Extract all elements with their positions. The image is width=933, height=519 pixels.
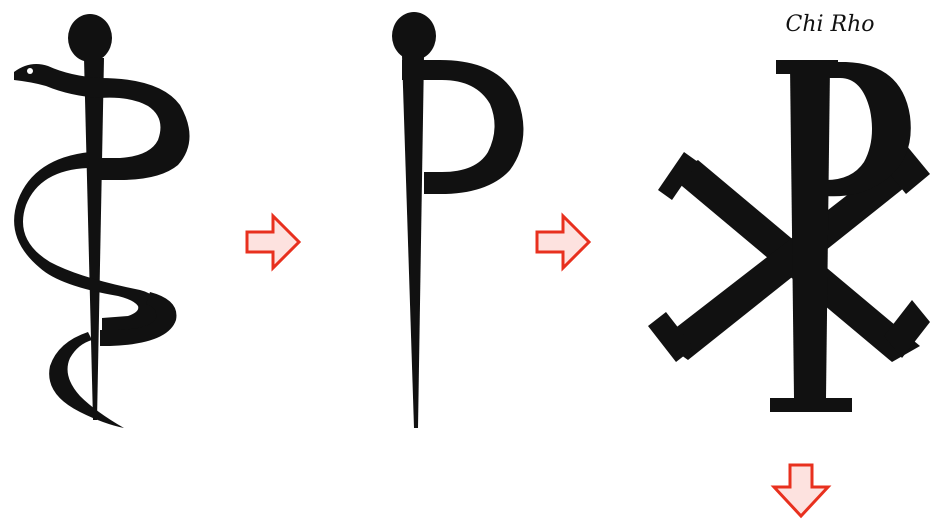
arrow-right-icon <box>245 212 301 272</box>
chi-rho-icon <box>640 40 933 420</box>
staff-rho-icon <box>350 0 540 440</box>
chi-rho-caption: Chi Rho <box>760 10 900 40</box>
arrow-down-icon <box>770 463 832 519</box>
rod-of-asclepius-icon <box>0 0 230 440</box>
arrow-right-icon <box>535 212 591 272</box>
